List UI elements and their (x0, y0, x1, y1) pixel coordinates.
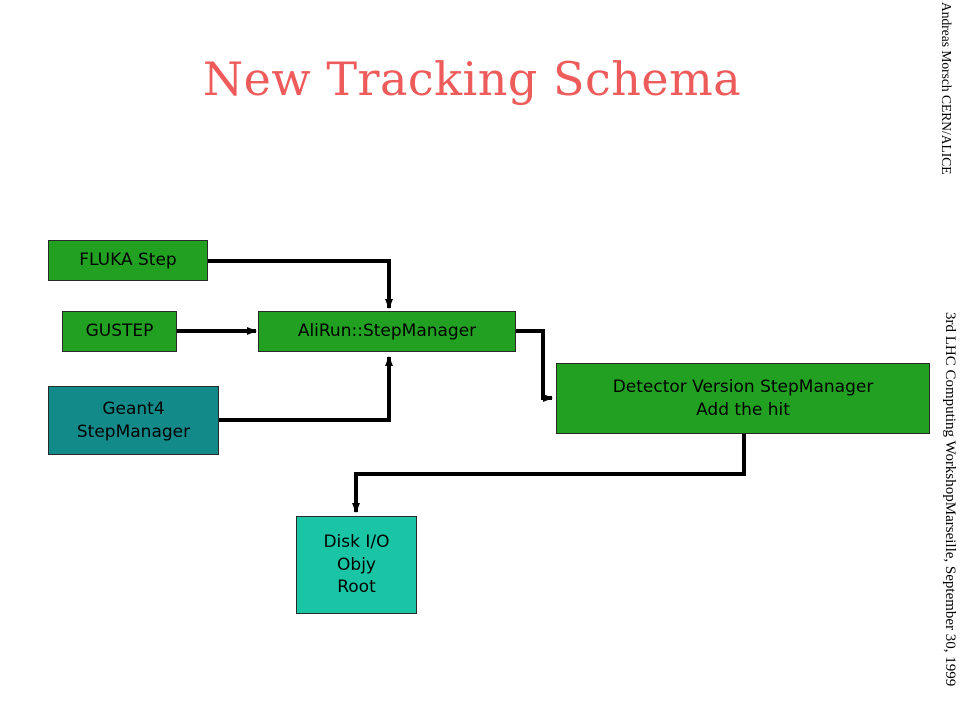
connector-detector-to-disk (352, 434, 746, 513)
gustep-label: GUSTEP (85, 321, 154, 342)
connector-fluka-to-alirun (208, 259, 393, 309)
detector-label-line-2: Add the hit (696, 399, 790, 420)
gustep-box: GUSTEP (62, 311, 177, 352)
detector-label-line-1: Detector Version StepManager (612, 376, 874, 397)
geant4-label-line-1: Geant4 (102, 398, 165, 419)
alirun-stepmanager-box: AliRun::StepManager (258, 311, 516, 352)
alirun-label: AliRun::StepManager (297, 321, 477, 342)
connector-alirun-to-detector (516, 329, 553, 402)
geant4-label-line-2: StepManager (76, 421, 191, 442)
fluka-step-box: FLUKA Step (48, 240, 208, 281)
disk-label-line-3: Root (337, 577, 376, 598)
disk-io-box: Disk I/O Objy Root (296, 516, 417, 614)
detector-stepmanager-box: Detector Version StepManager Add the hit (556, 363, 930, 434)
disk-label-line-1: Disk I/O (323, 531, 390, 552)
page-title: New Tracking Schema (202, 52, 742, 106)
fluka-step-label: FLUKA Step (79, 250, 177, 271)
disk-label-line-2: Objy (337, 554, 376, 575)
connector-geant4-to-alirun (219, 356, 393, 422)
geant4-stepmanager-box: Geant4 StepManager (48, 386, 219, 455)
